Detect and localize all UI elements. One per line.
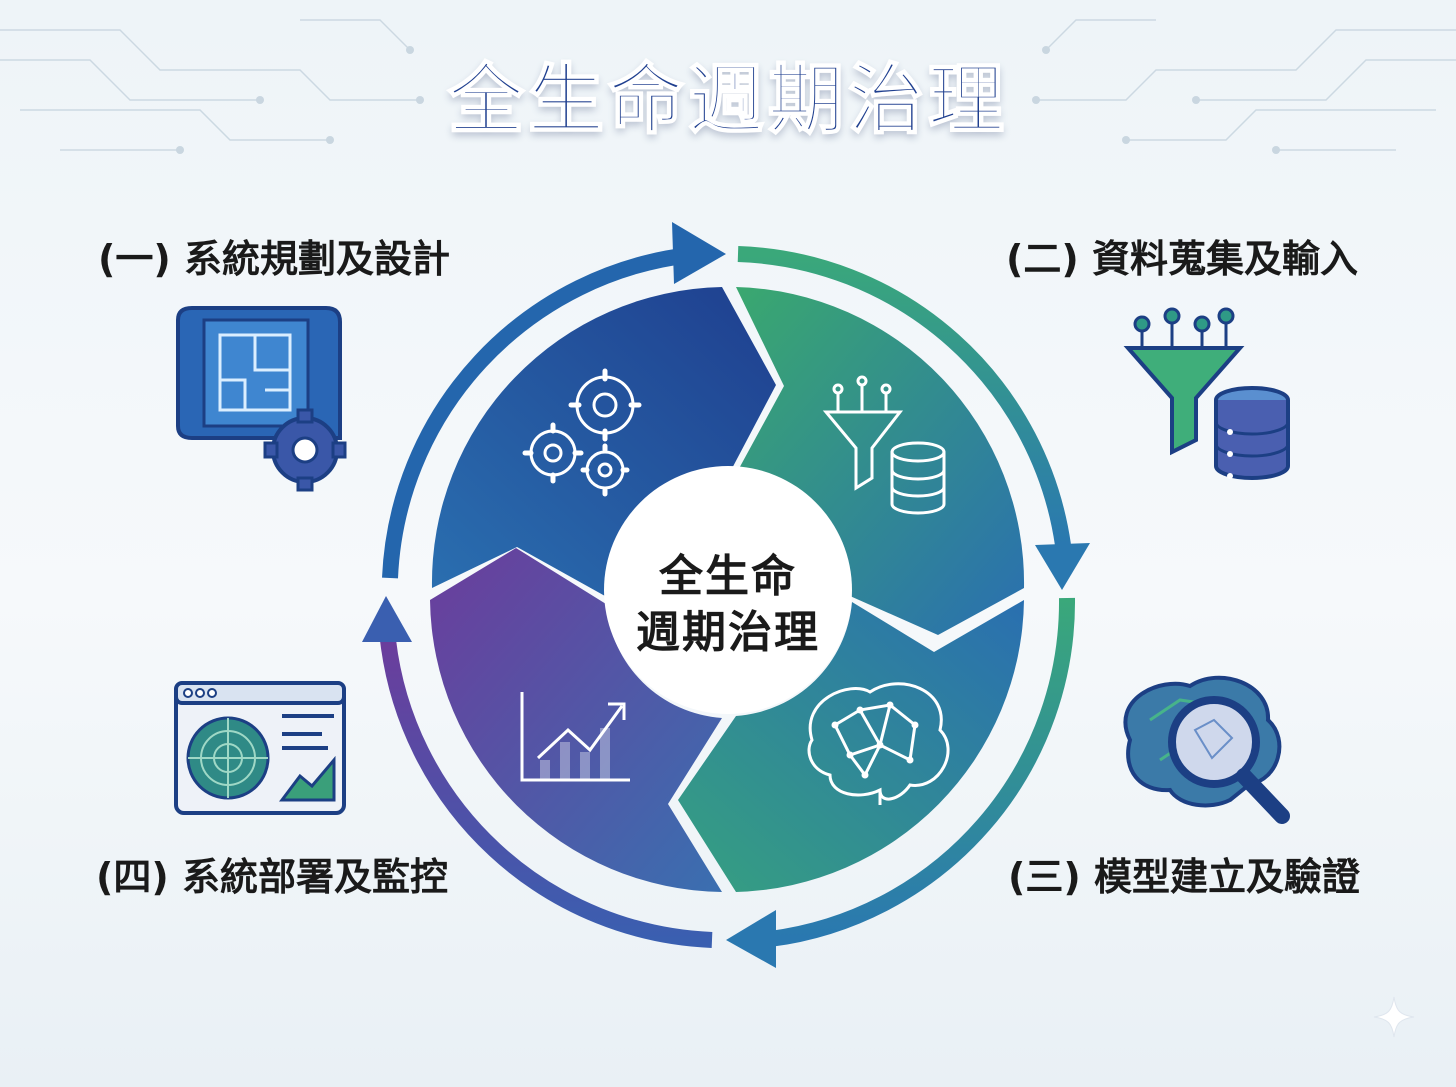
- line-chart-icon: [520, 692, 630, 782]
- page-title: 全生命週期治理: [447, 54, 1008, 145]
- ring-arrowhead-4: [362, 596, 412, 642]
- ring-arrowhead-1: [672, 222, 726, 284]
- stage-label-model: (三) 模型建立及驗證: [1008, 855, 1360, 899]
- ring-arrowhead-3: [726, 910, 776, 968]
- center-title-line1: 全生命: [659, 551, 797, 602]
- ring-arrow-bottom-left: [380, 639, 713, 948]
- segment-model: [678, 600, 1024, 892]
- center-title-line2: 週期治理: [636, 607, 820, 658]
- stage-label-deploy: (四) 系統部署及監控: [96, 855, 448, 899]
- center-disc: [604, 466, 852, 714]
- stage-label-planning: (一) 系統規劃及設計: [98, 237, 450, 281]
- ring-arrow-top-right: [737, 246, 1071, 547]
- ring-arrowhead-2: [1035, 543, 1090, 590]
- segment-deploy: [430, 548, 722, 892]
- brain-magnifier-icon: [1123, 675, 1290, 824]
- brain-network-icon: [807, 682, 950, 805]
- ring-arrow-bottom-right: [768, 597, 1076, 947]
- ring-arrow-top-left: [382, 247, 691, 579]
- radar-dashboard-icon: [174, 681, 346, 815]
- segment-planning: [431, 287, 776, 596]
- funnel-database-icon: [822, 375, 946, 515]
- segment-data: [736, 287, 1025, 635]
- blueprint-gear-icon: [176, 306, 347, 492]
- stage-label-data: (二) 資料蒐集及輸入: [1006, 237, 1358, 281]
- funnel-database-corner-icon: [1123, 307, 1290, 480]
- gears-icon: [522, 368, 642, 497]
- sparkle-icon: [1373, 996, 1415, 1038]
